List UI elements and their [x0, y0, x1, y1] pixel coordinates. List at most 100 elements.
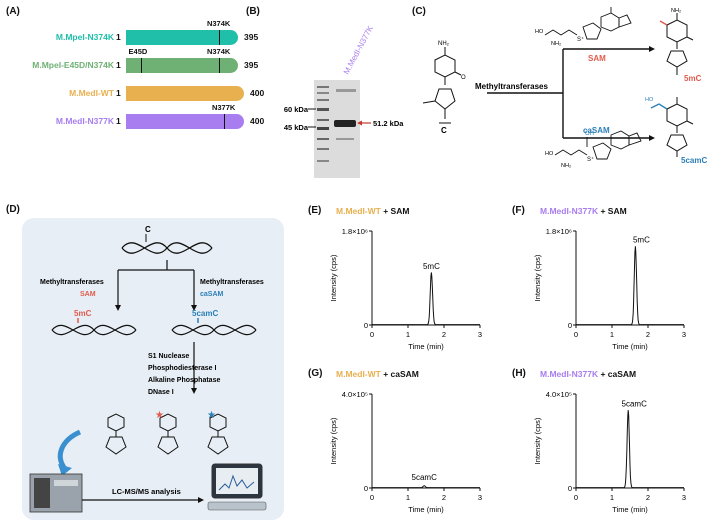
protein-end-0: 395 [244, 32, 259, 42]
x-tick-label: 1 [406, 493, 410, 502]
digest-s1: S1 Nuclease [148, 353, 189, 360]
marker-45-label: 45 kDa [284, 123, 309, 132]
mutation-tick [223, 114, 226, 129]
chart-enzyme-g: M.MedI-WT [336, 369, 381, 379]
star-red-icon: ★ [155, 410, 164, 421]
svg-text:S⁺: S⁺ [587, 156, 594, 163]
curved-arrow-icon [57, 429, 82, 472]
protein-name-3: M.MedI-N377K [55, 116, 114, 126]
panel-label-a: (A) [6, 6, 20, 17]
y-axis-label: Intensity (cps) [533, 417, 542, 464]
workflow-left-cofactor: SAM [80, 291, 96, 298]
y-tick-zero-label: 0 [568, 484, 572, 493]
chromatogram-trace [576, 246, 684, 326]
mutation-label: N374K [206, 47, 231, 56]
panel-label-c: (C) [412, 6, 426, 17]
y-tick-max-label: 1.8×10⁶ [342, 227, 368, 236]
lcms-analysis-label: LC-MS/MS analysis [112, 487, 181, 496]
dna-right [171, 324, 257, 336]
workflow-left-product: 5mC [74, 309, 92, 318]
mutation-label: E45D [128, 47, 148, 56]
panel-label-b: (B) [246, 6, 260, 17]
protein-bar-1 [126, 58, 238, 73]
sam-label: SAM [588, 54, 606, 63]
y-tick-max-label: 1.8×10⁶ [546, 227, 572, 236]
chart-cofactor-g: + caSAM [380, 369, 419, 379]
band-size-label: 51.2 kDa [373, 119, 404, 128]
workflow-right-product: 5camC [192, 309, 218, 318]
mutation-tick [218, 58, 221, 73]
gel-ladder [317, 86, 329, 162]
protein-bar-3 [126, 114, 244, 129]
mutation-label: N374K [206, 19, 231, 28]
protein-name-1: M.MpeI-E45D/N374K [32, 60, 114, 70]
gel-faint-band [336, 89, 356, 92]
x-tick-label: 0 [370, 493, 374, 502]
protein-end-3: 400 [250, 116, 265, 126]
x-tick-label: 3 [682, 330, 686, 339]
product-5mc-structure [666, 13, 694, 75]
x-axis-label: Time (min) [408, 342, 444, 351]
peak-label: 5camC [412, 473, 438, 482]
y-axis-label: Intensity (cps) [533, 254, 542, 301]
chart-enzyme-h: M.MedI-N377K [540, 369, 599, 379]
panel-label-h: (H) [512, 368, 526, 379]
nucleoside-icons [105, 413, 229, 455]
peak-label: 5camC [622, 399, 648, 408]
x-tick-label: 2 [442, 330, 446, 339]
sds-page-gel: M.MedI-N377K 60 kDa 45 kDa 51.2 kDa [284, 24, 404, 178]
svg-text:S⁺: S⁺ [577, 36, 584, 43]
svg-text:NH₂: NH₂ [438, 41, 450, 47]
x-tick-label: 3 [478, 493, 482, 502]
product-5mc-label: 5mC [684, 74, 702, 83]
marker-60-label: 60 kDa [284, 105, 309, 114]
svg-text:OH: OH [585, 131, 594, 137]
panel-label-e: (E) [308, 205, 322, 216]
x-tick-label: 0 [370, 330, 374, 339]
x-tick-label: 1 [610, 330, 614, 339]
protein-end-2: 400 [250, 88, 265, 98]
panel-label-f: (F) [512, 205, 525, 216]
casam-structure [554, 130, 642, 160]
x-axis-label: Time (min) [612, 505, 648, 514]
dna-top [121, 242, 213, 254]
dna-left [51, 324, 137, 336]
x-tick-label: 1 [610, 493, 614, 502]
chart-title-f: M.MedI-N377K + SAM [540, 206, 627, 216]
enzyme-label: Methyltransferases [475, 82, 548, 91]
x-tick-label: 2 [646, 330, 650, 339]
chromatogram-trace [372, 485, 480, 489]
x-axis-label: Time (min) [408, 505, 444, 514]
y-axis-label: Intensity (cps) [329, 417, 338, 464]
protein-start-1: 1 [116, 60, 121, 70]
mutation-tick [140, 58, 143, 73]
y-axis-label: Intensity (cps) [329, 254, 338, 301]
panel-label-d: (D) [6, 204, 20, 215]
sam-structure [544, 7, 632, 40]
x-tick-label: 2 [442, 493, 446, 502]
protein-bar-2 [126, 86, 244, 101]
x-tick-label: 0 [574, 493, 578, 502]
gel-lane-label: M.MedI-N377K [342, 24, 376, 76]
chart-title-g: M.MedI-WT + caSAM [336, 369, 419, 379]
workflow-c-label: C [145, 225, 151, 234]
product-5camc-structure [666, 97, 694, 157]
mutation-tick [218, 30, 221, 45]
y-tick-max-label: 4.0×10⁵ [546, 390, 572, 399]
gel-main-band [334, 120, 356, 127]
chart-title-h: M.MedI-N377K + caSAM [540, 369, 636, 379]
workflow-right-cofactor: caSAM [200, 291, 224, 298]
svg-text:NH₂: NH₂ [561, 163, 571, 169]
protein-name-2: M.MedI-WT [69, 88, 114, 98]
chart-cofactor-e: + SAM [380, 206, 410, 216]
casam-label: caSAM [583, 126, 610, 135]
peak-label: 5mC [423, 262, 440, 271]
x-tick-label: 1 [406, 330, 410, 339]
chart-cofactor-f: + SAM [598, 206, 627, 216]
x-tick-label: 2 [646, 493, 650, 502]
y-tick-max-label: 4.0×10⁵ [342, 390, 368, 399]
svg-text:NH₂: NH₂ [551, 41, 561, 47]
svg-text:NH₂: NH₂ [671, 8, 681, 14]
